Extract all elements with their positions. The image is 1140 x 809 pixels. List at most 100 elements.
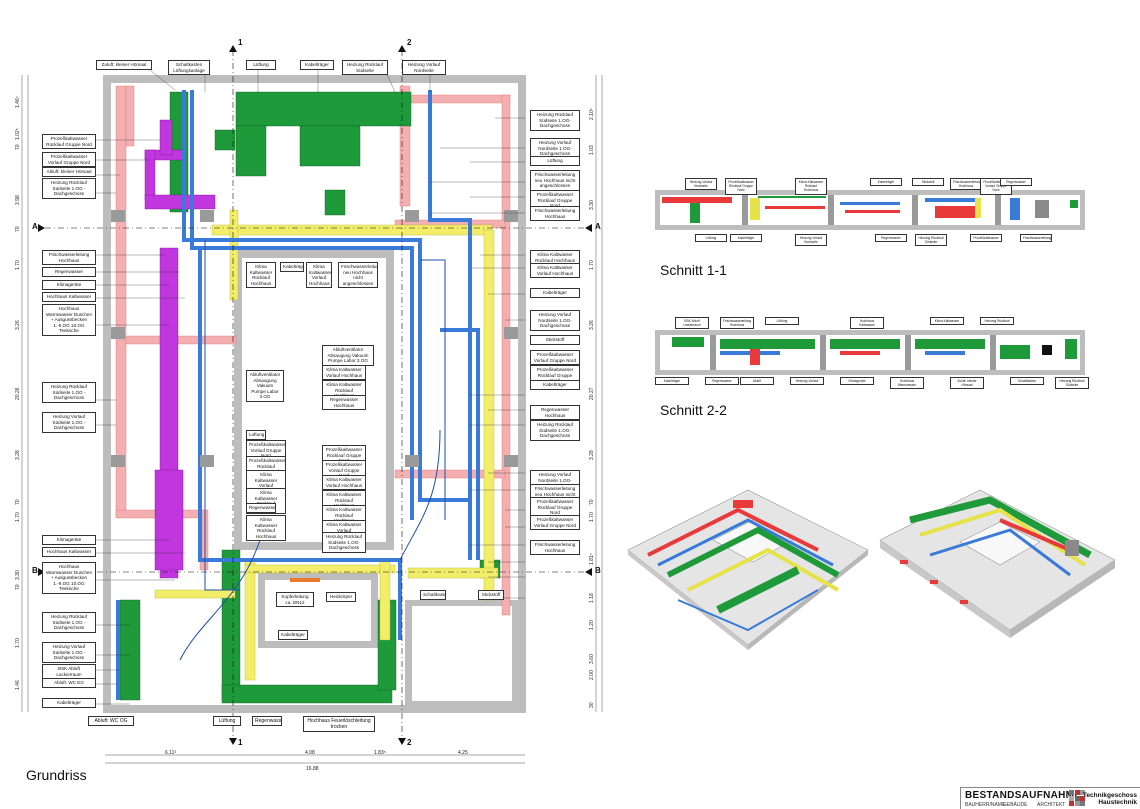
section-1-1-label: Heizung Rücklauf Südseite: [915, 234, 947, 247]
dimension-bottom: 4.25: [458, 750, 468, 756]
plan-label-right: Kabelträger: [530, 380, 580, 390]
plan-label-top: Heizung Rücklauf Südseite: [342, 60, 388, 76]
plan-label-right: Heizung Rücklauf Südseite 1.OG-Dachgesch…: [530, 420, 580, 441]
section-mark-a-right: A: [595, 222, 601, 231]
plan-label-right: Heizung Rücklauf Südseite 1.OG-Dachgesch…: [530, 110, 580, 131]
section-mark-1-bottom: 1: [238, 738, 243, 747]
plan-label-left: Heizung Vorlauf Südseite 1.OG - Dachgesc…: [42, 642, 96, 663]
title-block: BESTANDSAUFNAHME BAUHERR/NAME GEBÄUDE AR…: [960, 787, 1140, 809]
plan-label-right: Stickstoff: [530, 335, 580, 345]
process-lines-yellow: [154, 209, 499, 681]
section-1-1-label: Kabelträger: [870, 178, 902, 187]
plan-label-inner: Klima Kaltwasser Vorlauf Hochhaus: [322, 475, 366, 491]
section-mark-b-left: B: [32, 566, 38, 575]
dimension-left: 70: [15, 226, 21, 232]
plan-label-right: Regenwasser Hochhaus: [530, 405, 580, 421]
dimension-right: 1.70: [589, 260, 595, 270]
dimension-left: 20.26: [15, 387, 21, 400]
exhaust-ducts-purple: [144, 119, 216, 579]
dimension-right: 2.10⁵: [589, 108, 595, 120]
plan-label-inner: Klima Kaltwasser Rücklauf Hochhaus: [246, 515, 286, 542]
plan-label-left: Heizung Rücklauf Südseite 1.OG - Dachges…: [42, 178, 96, 199]
section-1-1-label: Prozeßkaltwasser Rücklauf Gruppe Nord: [725, 178, 757, 195]
plan-label-left: Hochhaus Kaltwasser: [42, 292, 96, 302]
plan-label-inner: Klima Kaltwasser Vorlauf Hochhaus: [306, 262, 332, 289]
section-2-2-label: Hochhaus Kaltwasser: [850, 317, 884, 330]
dimension-right: 1.18: [589, 593, 595, 603]
plan-label-inner: Abluftventilator Absaugung Vakuum Pumpe …: [246, 370, 284, 402]
section-2-2-label: Heizung Rücklauf: [980, 317, 1014, 326]
section-2-2-label: Hochhaus Warmwasser: [890, 377, 924, 390]
plan-label-left: Heizung Vorlauf Südseite 1.OG - Dachgesc…: [42, 412, 96, 433]
dimension-right: 1.81⁵: [589, 553, 595, 565]
dimension-left: 3.26: [15, 320, 21, 330]
plan-label-top: Lüftung: [246, 60, 276, 70]
plan-label-right: Prozeßkaltwasser Vorlauf Gruppe Nord: [530, 350, 580, 366]
dimension-left: 1.70: [15, 512, 21, 522]
section-1-1-label: Prozeßkaltwasser: [970, 234, 1002, 243]
dimension-bottom: 6.11³: [165, 750, 177, 756]
section-1-1-label: Lüftung: [695, 234, 727, 243]
dimension-right: 1.03: [589, 145, 595, 155]
plan-label-left: Abluft: WC EG: [42, 678, 96, 688]
isometric-view-right: [879, 489, 1116, 638]
plan-label-left: Prozeßkaltwasser Rücklauf Gruppe Nord: [42, 134, 96, 150]
section-mark-2-bottom: 2: [407, 738, 412, 747]
section-1-1-label: Heizung Vorlauf Nordseite: [795, 234, 827, 247]
plan-label-bottom: Lüftung: [213, 716, 241, 726]
section-mark-2-top: 2: [407, 38, 412, 47]
section-1-1-label: Frischwasserleitung Hochhaus: [950, 178, 982, 191]
water-lines-blue-thin: [179, 240, 446, 661]
section-2-2-label: Klimageräte: [840, 377, 874, 386]
dimension-right: 3.28: [589, 450, 595, 460]
section-2-2-title: Schnitt 2-2: [660, 402, 727, 418]
plan-label-top: Kabelträger: [300, 60, 334, 70]
dimension-right: 3.26: [589, 320, 595, 330]
dimension-left: 1.46: [15, 680, 21, 690]
plan-label-right: Klima Kaltwasser Vorlauf Hochhaus: [530, 263, 580, 279]
section-1-1-label: Frischwasserleitung: [1020, 234, 1052, 243]
dimension-lines: [21, 75, 603, 764]
section-markers: [38, 45, 592, 745]
section-2-2-label: Klima Kaltwasser: [930, 317, 964, 326]
plan-label-right: Frischwasserleitung Hochhaus: [530, 540, 580, 556]
dimension-left: 70: [15, 584, 21, 590]
plan-label-left: Abluft: kleiner Hörsaal: [42, 167, 96, 177]
dimension-left: 1.70: [15, 260, 21, 270]
plan-label-inner: Regenwasser: [246, 503, 276, 513]
isometric-view-left: [627, 489, 869, 650]
section-2-2-label: Lüftung: [765, 317, 799, 326]
dimension-right: 3.60: [589, 654, 595, 664]
section-1-1-label: Heizung Vorlauf Nordseite: [685, 178, 717, 191]
title-block-field-owner: BAUHERR/NAME: [965, 802, 1006, 808]
plan-label-inner: Frischwasserleitung neu Hochhaus nicht a…: [338, 262, 378, 289]
dimension-bottom: 1.83⁵: [374, 750, 386, 756]
title-block-subtitle-line2: Haustechnik: [1098, 799, 1137, 806]
section-2-2-label: Regenwasser: [705, 377, 739, 386]
plan-label-right: Heizung Vorlauf Nordseite 1.OG-Dachgesch…: [530, 310, 580, 331]
plan-label-inner: Kabelträger: [280, 262, 304, 272]
radiator: [290, 578, 320, 582]
section-2-2-drawing: [655, 330, 1085, 375]
plan-label-inner: Regenwasser Hochhaus: [322, 395, 366, 411]
plan-label-left: Hochhaus Warmwasser Duschen + Ausgussbec…: [42, 304, 96, 336]
wall-pillars: [111, 210, 518, 467]
dimension-right: 70: [589, 499, 595, 505]
section-2-2-label: Abluft: [740, 377, 774, 386]
dimension-left: 1.70: [15, 638, 21, 648]
title-block-title: BESTANDSAUFNAHME: [965, 790, 1082, 801]
dimension-bottom: 4.08: [305, 750, 315, 756]
plan-label-top: Schaltkasten Lüftungsanlage: [168, 60, 210, 76]
floor-plan: [21, 45, 603, 764]
plan-label-left: Heizung Rücklauf Südseite 1.OG - Dachges…: [42, 382, 96, 403]
plan-label-left: Klimageräte: [42, 280, 96, 290]
title-block-logo: [1069, 790, 1085, 806]
section-mark-b-right: B: [595, 566, 601, 575]
section-2-2-label: BSK Abluft Lackierraum: [675, 317, 709, 330]
title-block-subtitle: Technikgeschoss Haustechnik: [1083, 792, 1137, 806]
plan-label-inner: Heizung Rücklauf Südseite 1.OG-Dachgesch…: [322, 532, 366, 553]
plan-label-inner: Heizkörper: [326, 592, 356, 602]
